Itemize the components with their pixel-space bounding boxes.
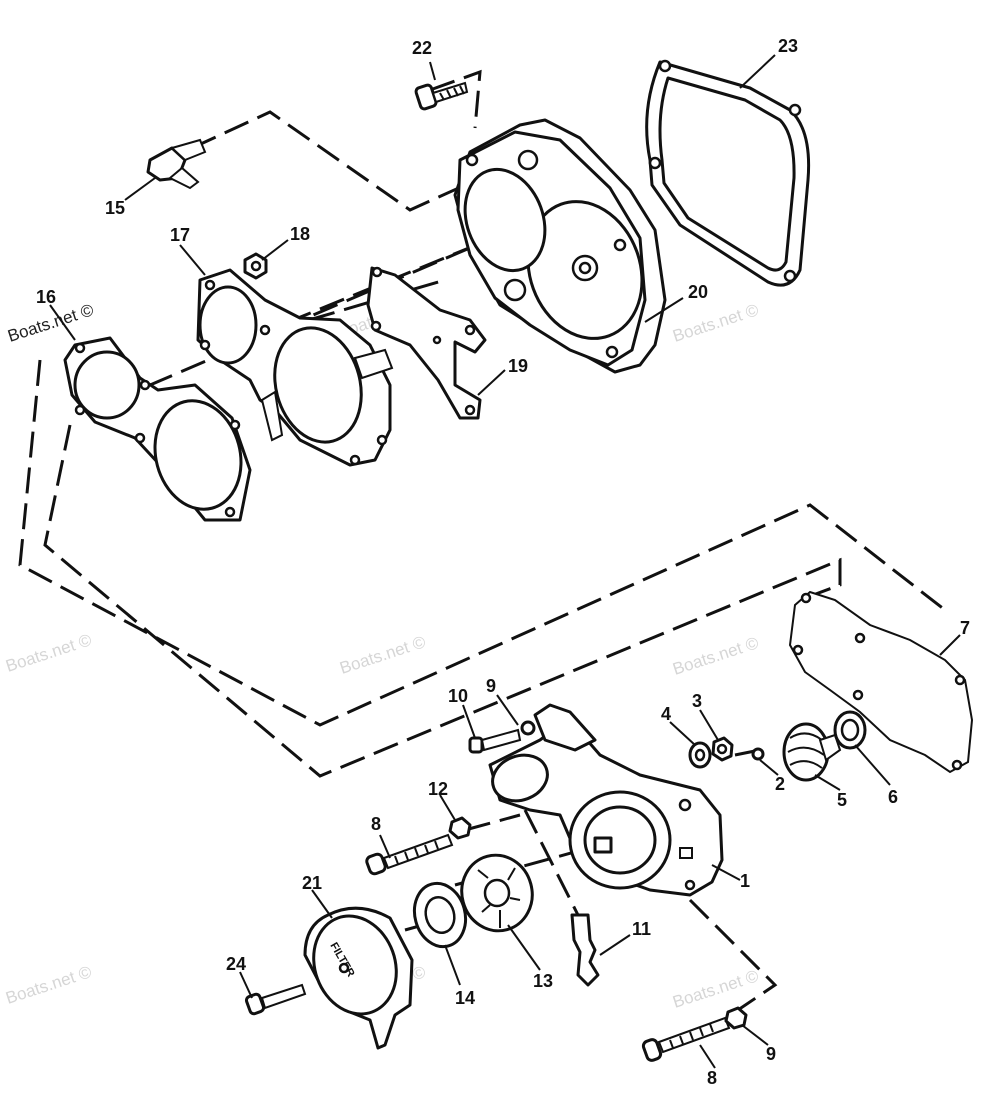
housing-17 (196, 268, 394, 467)
nut-3 (711, 736, 734, 762)
gasket-7 (788, 590, 974, 774)
screw-10 (468, 728, 522, 754)
washer-12 (448, 816, 472, 840)
callout-5: 5 (837, 790, 847, 810)
ring-6 (833, 710, 867, 750)
callout-9-upper: 9 (486, 676, 496, 696)
callout-13: 13 (533, 971, 553, 991)
callout-9-lower: 9 (766, 1044, 776, 1064)
callout-12: 12 (428, 779, 448, 799)
gasket-16 (63, 336, 252, 522)
screw-8-lower (641, 1016, 731, 1062)
callout-22: 22 (412, 38, 432, 58)
callout-15: 15 (105, 198, 125, 218)
screw-8-upper (365, 833, 454, 876)
callout-8-upper: 8 (371, 814, 381, 834)
callout-8-lower: 8 (707, 1068, 717, 1088)
washer-9-upper (520, 720, 536, 736)
nut-18 (243, 252, 268, 280)
callout-7: 7 (960, 618, 970, 638)
callout-23: 23 (778, 36, 798, 56)
callout-11: 11 (632, 919, 651, 939)
callout-19: 19 (508, 356, 528, 376)
pump-cover-20 (453, 118, 667, 374)
screw-24 (244, 983, 307, 1016)
fitting-15 (146, 138, 207, 190)
watermark: Boats.net © (670, 300, 761, 346)
gasket-23 (645, 59, 811, 287)
watermark: Boats.net © (337, 632, 428, 678)
bolt-22 (414, 81, 469, 111)
pump-body-1 (488, 703, 724, 897)
bracket-19 (366, 266, 487, 420)
callout-21: 21 (302, 873, 322, 893)
callout-20: 20 (688, 282, 708, 302)
watermark: Boats.net © (3, 962, 94, 1008)
callout-18: 18 (290, 224, 310, 244)
callout-10: 10 (448, 686, 468, 706)
watermark: Boats.net © (3, 630, 94, 676)
callout-24: 24 (226, 954, 246, 974)
fitting-11 (570, 913, 600, 987)
thermostat-5 (782, 722, 842, 782)
callout-14: 14 (455, 988, 475, 1008)
callout-17: 17 (170, 225, 190, 245)
callout-3: 3 (692, 691, 702, 711)
callout-16: 16 (36, 287, 56, 307)
pin-2 (751, 747, 765, 761)
watermark: Boats.net © (670, 633, 761, 679)
callout-4: 4 (661, 704, 671, 724)
washer-14 (412, 881, 468, 949)
callout-1: 1 (740, 871, 750, 891)
callout-6: 6 (888, 787, 898, 807)
leader-lines (49, 54, 961, 1069)
callout-2: 2 (775, 774, 785, 794)
callouts: 22 23 15 17 18 16 20 19 7 10 9 4 3 2 5 6… (36, 36, 970, 1088)
washer-4 (688, 741, 712, 769)
washer-9-lower (724, 1006, 748, 1030)
impeller-13 (460, 853, 534, 933)
filter-21: FILTER (303, 906, 414, 1050)
